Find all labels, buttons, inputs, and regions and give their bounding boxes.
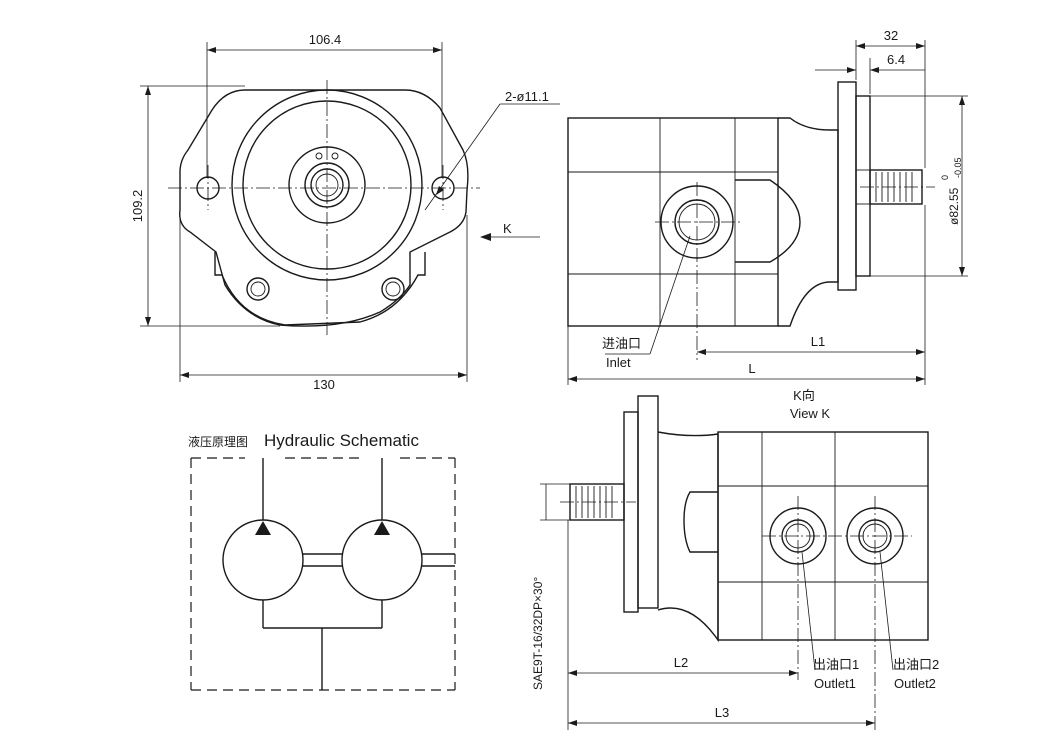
front-flange-outline bbox=[179, 89, 469, 327]
viewk-body bbox=[717, 431, 929, 641]
dim-arrow bbox=[789, 670, 798, 676]
side-view: 32 6.4 ø82.55 0 -0.05 进油口 Inlet L1 L bbox=[567, 28, 968, 385]
side-flange bbox=[837, 81, 857, 291]
dim-arrow bbox=[856, 43, 865, 49]
schematic-pump-1-arrow bbox=[255, 521, 271, 535]
front-lower-hole-right bbox=[381, 277, 405, 301]
dim-32-label: 32 bbox=[884, 28, 898, 43]
view-k-title-cn: K向 bbox=[793, 388, 815, 403]
outlet-2-label-en: Outlet2 bbox=[894, 676, 936, 691]
outlet-2-leader bbox=[879, 551, 894, 671]
dim-arrow bbox=[697, 349, 706, 355]
front-view: 106.4 109.2 130 2-ø11.1 K bbox=[130, 32, 560, 392]
outlet-1-leader bbox=[801, 551, 816, 671]
outlet-1-label-cn: 出油口1 bbox=[813, 657, 859, 672]
dim-arrow bbox=[568, 670, 577, 676]
dim-arrow bbox=[458, 372, 467, 378]
dim-arrow bbox=[568, 376, 577, 382]
dim-arrow bbox=[959, 96, 965, 105]
inlet-label-en: Inlet bbox=[606, 355, 631, 370]
front-hub-mark-left bbox=[315, 152, 323, 160]
dim-pilot-tol-upper: 0 bbox=[940, 175, 950, 180]
side-transition bbox=[778, 117, 839, 327]
dim-arrow bbox=[866, 720, 875, 726]
dim-arrow bbox=[847, 67, 856, 73]
front-hub-mark-right bbox=[331, 152, 339, 160]
view-k-title-en: View K bbox=[790, 406, 831, 421]
view-k-arrowhead bbox=[480, 233, 491, 241]
dim-arrow bbox=[916, 349, 925, 355]
hole-callout-leader bbox=[424, 103, 501, 211]
viewk-flange-step bbox=[623, 411, 639, 613]
front-lower-boss bbox=[214, 252, 426, 326]
schematic-title-cn: 液压原理图 bbox=[188, 434, 248, 449]
view-k-arrow-label: K bbox=[503, 221, 512, 236]
front-lower-hole-left bbox=[246, 277, 270, 301]
dim-L-label: L bbox=[748, 361, 755, 376]
dim-106-4-label: 106.4 bbox=[309, 32, 342, 47]
viewk-flange bbox=[637, 395, 659, 609]
schematic-pump-2-arrow bbox=[374, 521, 390, 535]
dim-130-label: 130 bbox=[313, 377, 335, 392]
dim-arrow bbox=[916, 376, 925, 382]
dim-arrow bbox=[180, 372, 189, 378]
front-lower-hole-left-inner bbox=[250, 281, 266, 297]
front-lower-hole-right-inner bbox=[385, 281, 401, 297]
dim-pilot-tol-lower: -0.05 bbox=[953, 157, 963, 178]
schematic-title-en: Hydraulic Schematic bbox=[264, 431, 419, 450]
view-k: K向 View K SAE9T-16/32DP×30° bbox=[531, 388, 939, 730]
hydraulic-schematic: 液压原理图 Hydraulic Schematic bbox=[188, 431, 456, 691]
dim-arrow bbox=[145, 86, 151, 95]
outlet-1-label-en: Outlet1 bbox=[814, 676, 856, 691]
inlet-leader bbox=[649, 235, 691, 355]
hole-callout-label: 2-ø11.1 bbox=[505, 89, 549, 104]
dim-109-2-label: 109.2 bbox=[130, 190, 145, 223]
outlet-2-label-cn: 出油口2 bbox=[893, 657, 939, 672]
dim-arrow bbox=[568, 720, 577, 726]
viewk-saddle bbox=[683, 491, 718, 553]
dim-arrow bbox=[870, 67, 879, 73]
dim-arrow bbox=[433, 47, 442, 53]
side-flange-step bbox=[855, 95, 871, 277]
inlet-label-cn: 进油口 bbox=[602, 336, 641, 351]
side-saddle bbox=[735, 179, 801, 263]
dim-L2-label: L2 bbox=[674, 655, 688, 670]
dim-arrow bbox=[145, 317, 151, 326]
viewk-transition bbox=[657, 431, 719, 643]
dim-pilot-label: ø82.55 bbox=[947, 187, 961, 225]
dim-6-4-label: 6.4 bbox=[887, 52, 905, 67]
dim-L1-label: L1 bbox=[811, 334, 825, 349]
dim-arrow bbox=[916, 43, 925, 49]
side-rear-body bbox=[567, 117, 779, 327]
dim-arrow bbox=[959, 267, 965, 276]
dim-arrow bbox=[207, 47, 216, 53]
dim-arrow bbox=[436, 186, 444, 195]
spline-callout-label: SAE9T-16/32DP×30° bbox=[531, 577, 545, 690]
dim-L3-label: L3 bbox=[715, 705, 729, 720]
